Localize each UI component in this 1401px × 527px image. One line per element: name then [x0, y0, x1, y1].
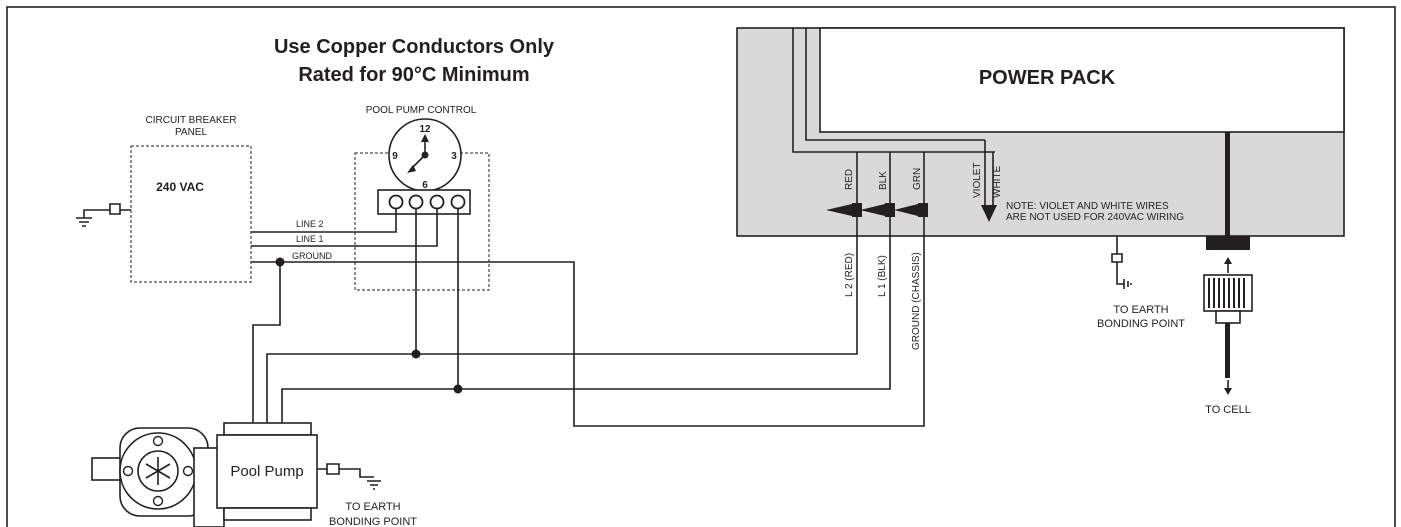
violet-white-cap: [981, 205, 997, 222]
line-1-label: LINE 1: [296, 234, 324, 244]
terminal-4: [450, 194, 466, 210]
terminal-2: [408, 194, 424, 210]
breaker-title-line-1: CIRCUIT BREAKER: [146, 115, 237, 126]
pool-pump: Pool Pump TO EARTH BONDING POINT: [91, 422, 417, 527]
red-wire-label: RED: [844, 169, 855, 190]
ground-chassis-label: GROUND (CHASSIS): [911, 252, 922, 350]
l1-blk-label: L 1 (BLK): [877, 255, 888, 297]
l1-blk-wire: [457, 208, 891, 390]
fan-icon: [145, 457, 171, 485]
clock-number-9: 9: [392, 151, 398, 162]
pump-bolt-left: [122, 465, 134, 477]
breaker-ground-icon: [76, 217, 92, 227]
cell-connector: TO CELL: [1203, 236, 1253, 416]
pump-earth-line-1: TO EARTH: [345, 501, 400, 513]
pump-bolt-bottom: [152, 495, 164, 507]
pump-l1-wire: [281, 388, 458, 423]
violet-wire-label: VIOLET: [972, 162, 983, 198]
pool-pump-label: Pool Pump: [230, 463, 303, 480]
clock-minute-hand-tip: [407, 165, 416, 173]
white-wire-label: WHITE: [992, 165, 1003, 198]
pump-earth-line-2: BONDING POINT: [329, 516, 417, 527]
cell-plug-neck: [1215, 310, 1241, 324]
earth-bonding-line-2: BONDING POINT: [1097, 318, 1185, 330]
ground-wire: [251, 216, 925, 427]
diagram-frame: [6, 6, 1396, 527]
pool-pump-control: POOL PUMP CONTROL 12 3 6 9: [354, 105, 490, 291]
clock-number-3: 3: [451, 151, 457, 162]
pump-ground-icon: [367, 480, 381, 490]
clock-hour-hand-tip: [421, 134, 429, 142]
pump-l2-wire: [266, 353, 416, 423]
header-line-1: Use Copper Conductors Only: [274, 36, 555, 58]
breaker-ground-wire: [83, 203, 131, 218]
pump-inlet-pipe: [91, 457, 123, 481]
power-pack-title: POWER PACK: [979, 67, 1116, 89]
blk-connector-body: [885, 203, 895, 217]
power-pack-earth-bonding: TO EARTH BONDING POINT: [1097, 236, 1185, 330]
pump-motor-top-ring: [223, 422, 312, 436]
cell-cable-lower: [1225, 323, 1230, 378]
grn-wire-label: GRN: [912, 168, 923, 190]
power-pack-inner-panel: [819, 27, 1345, 133]
line-1-wire: [251, 208, 438, 247]
power-pack-note-line-1: NOTE: VIOLET AND WHITE WIRES: [1006, 201, 1169, 212]
breaker-panel-box: [130, 145, 252, 283]
breaker-title-line-2: PANEL: [175, 127, 207, 138]
l2-red-wire: [415, 208, 858, 355]
red-wire-connector: [826, 204, 852, 216]
l2-red-label: L 2 (RED): [844, 253, 855, 297]
ground-label: GROUND: [292, 251, 332, 261]
pump-bolt-right: [182, 465, 194, 477]
blk-wire-label: BLK: [878, 171, 889, 190]
blk-wire-connector: [860, 204, 885, 216]
pump-earth-wire: [317, 463, 374, 478]
grn-connector-body: [918, 203, 928, 217]
cell-cable-upper: [1225, 132, 1230, 236]
power-pack-harness-inner: [805, 28, 985, 141]
power-pack-note-line-2: ARE NOT USED FOR 240VAC WIRING: [1006, 212, 1184, 223]
earth-bonding-line-1: TO EARTH: [1113, 304, 1168, 316]
ground-symbol-icon: [1123, 279, 1132, 289]
pump-motor-body: [216, 434, 318, 509]
clock-number-12: 12: [419, 124, 431, 135]
pump-control-title: POOL PUMP CONTROL: [366, 105, 477, 116]
cell-plug-socket: [1206, 236, 1250, 250]
line-2-wire: [251, 208, 397, 233]
earth-lug: [1111, 236, 1124, 285]
wiring: LINE 2 LINE 1 GROUND L 2 (RED) L 1 (BLK)…: [251, 208, 925, 427]
header-line-2: Rated for 90°C Minimum: [298, 64, 529, 86]
grn-wire-connector: [894, 204, 918, 216]
violet-white-leads: [984, 140, 994, 205]
clock-center: [421, 151, 429, 159]
power-pack-harness: [792, 28, 995, 153]
pump-motor-bottom-ring: [223, 507, 312, 521]
clock-number-6: 6: [422, 180, 428, 191]
terminal-1: [388, 194, 404, 210]
cell-plug-ribs: [1208, 278, 1245, 308]
arrow-up-icon: [1224, 257, 1232, 264]
power-pack: POWER PACK RED BLK GRN VIOLET WHITE NOTE…: [736, 27, 1345, 237]
arrow-down-icon: [1224, 388, 1232, 395]
pump-bolt-top: [152, 435, 164, 447]
line-2-label: LINE 2: [296, 219, 324, 229]
to-cell-label: TO CELL: [1205, 404, 1251, 416]
circuit-breaker-panel: CIRCUIT BREAKER PANEL 240 VAC: [76, 115, 252, 283]
breaker-voltage: 240 VAC: [156, 180, 204, 194]
pump-ground-wire: [252, 262, 281, 423]
terminal-3: [429, 194, 445, 210]
red-connector-body: [852, 203, 862, 217]
